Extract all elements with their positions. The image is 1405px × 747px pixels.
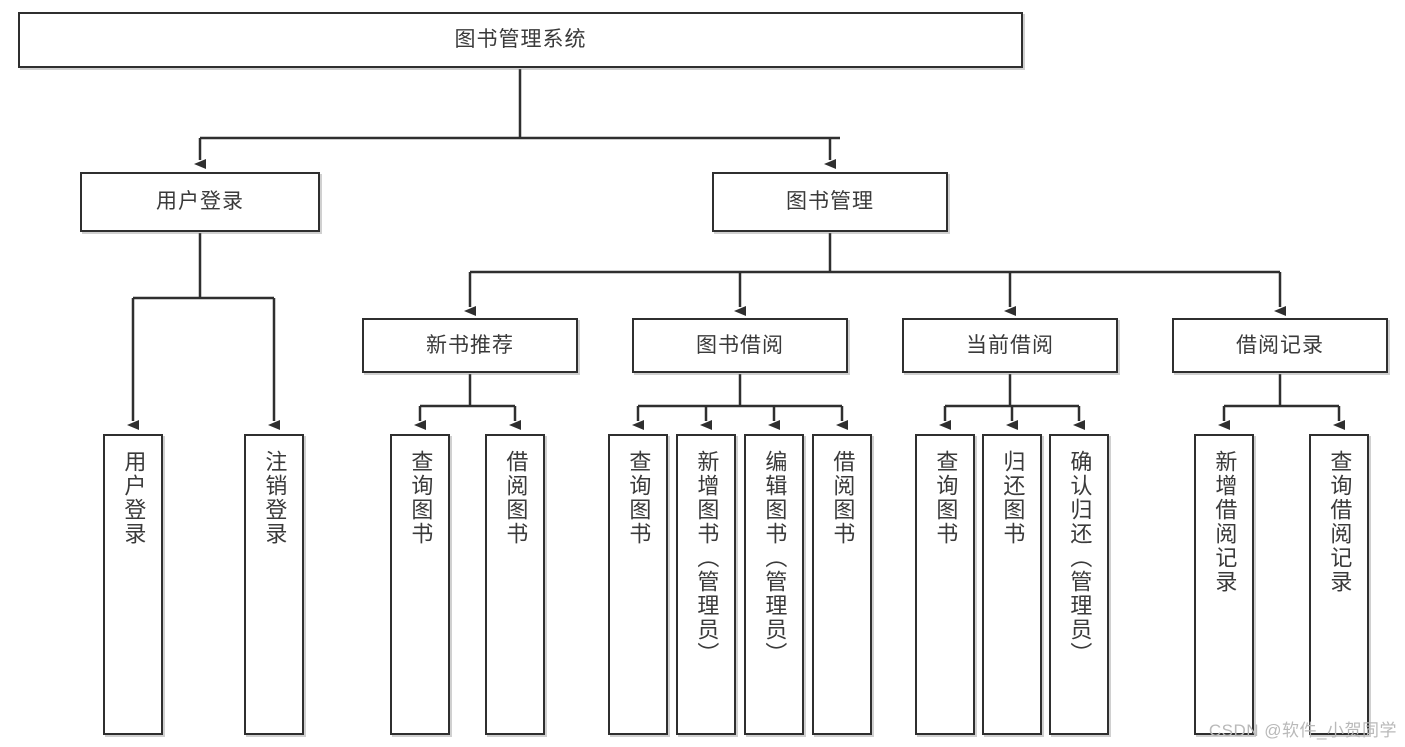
node-leaf-query-record[interactable]: 查询借阅记录 xyxy=(1309,434,1369,735)
node-leaf-query-book-1-label: 查询图书 xyxy=(408,450,434,546)
node-leaf-add-book[interactable]: 新增图书（管理员） xyxy=(676,434,736,735)
node-leaf-logout-label: 注销登录 xyxy=(262,450,288,546)
node-user-login-label: 用户登录 xyxy=(156,190,244,214)
node-leaf-add-book-label: 新增图书（管理员） xyxy=(694,450,720,666)
node-book-management-label: 图书管理 xyxy=(786,190,874,214)
node-leaf-add-record[interactable]: 新增借阅记录 xyxy=(1194,434,1254,735)
node-user-login[interactable]: 用户登录 xyxy=(80,172,320,232)
node-leaf-logout[interactable]: 注销登录 xyxy=(244,434,304,735)
node-leaf-query-book-3-label: 查询图书 xyxy=(933,450,959,546)
node-new-book-recommend-label: 新书推荐 xyxy=(426,333,514,357)
watermark-text: CSDN @软件_小贺同学 xyxy=(1208,721,1397,740)
node-leaf-user-login[interactable]: 用户登录 xyxy=(103,434,163,735)
node-leaf-query-book-2-label: 查询图书 xyxy=(626,450,652,546)
node-leaf-query-book-2[interactable]: 查询图书 xyxy=(608,434,668,735)
node-book-borrow[interactable]: 图书借阅 xyxy=(632,318,848,373)
node-current-borrow[interactable]: 当前借阅 xyxy=(902,318,1118,373)
node-current-borrow-label: 当前借阅 xyxy=(966,333,1054,357)
node-leaf-return-book-label: 归还图书 xyxy=(1000,450,1026,546)
node-leaf-add-record-label: 新增借阅记录 xyxy=(1212,450,1238,594)
node-leaf-return-book[interactable]: 归还图书 xyxy=(982,434,1042,735)
node-root[interactable]: 图书管理系统 xyxy=(18,12,1023,68)
node-leaf-edit-book-label: 编辑图书（管理员） xyxy=(762,450,788,666)
node-leaf-query-book-3[interactable]: 查询图书 xyxy=(915,434,975,735)
node-leaf-borrow-book-1-label: 借阅图书 xyxy=(503,450,529,546)
node-leaf-borrow-book-2[interactable]: 借阅图书 xyxy=(812,434,872,735)
node-book-management[interactable]: 图书管理 xyxy=(712,172,948,232)
node-leaf-confirm-return-label: 确认归还（管理员） xyxy=(1067,450,1093,666)
node-leaf-confirm-return[interactable]: 确认归还（管理员） xyxy=(1049,434,1109,735)
node-root-label: 图书管理系统 xyxy=(454,28,587,52)
node-leaf-borrow-book-1[interactable]: 借阅图书 xyxy=(485,434,545,735)
node-new-book-recommend[interactable]: 新书推荐 xyxy=(362,318,578,373)
node-leaf-query-record-label: 查询借阅记录 xyxy=(1327,450,1353,594)
node-leaf-edit-book[interactable]: 编辑图书（管理员） xyxy=(744,434,804,735)
node-leaf-user-login-label: 用户登录 xyxy=(121,450,147,546)
node-book-borrow-label: 图书借阅 xyxy=(696,333,784,357)
node-borrow-record[interactable]: 借阅记录 xyxy=(1172,318,1388,373)
node-borrow-record-label: 借阅记录 xyxy=(1236,333,1324,357)
node-leaf-borrow-book-2-label: 借阅图书 xyxy=(830,450,856,546)
node-leaf-query-book-1[interactable]: 查询图书 xyxy=(390,434,450,735)
